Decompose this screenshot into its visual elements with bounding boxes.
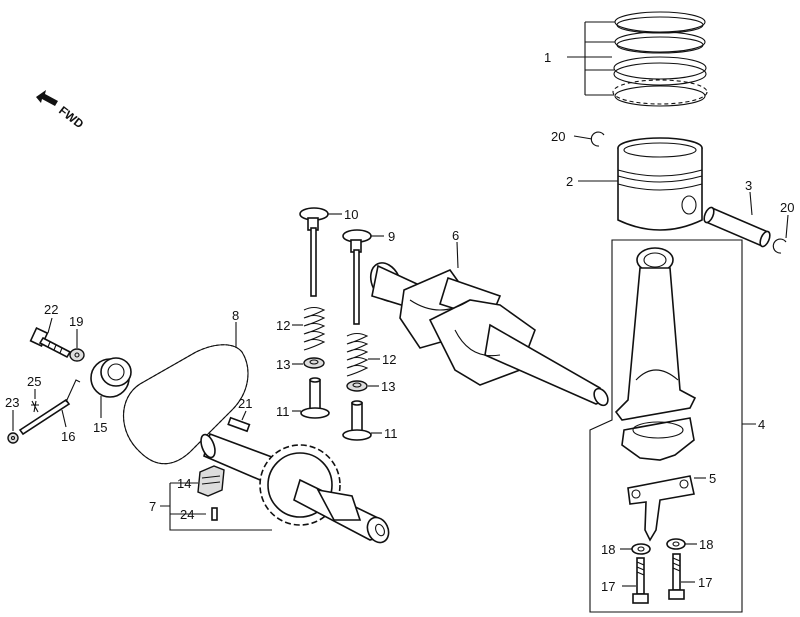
fwd-label: FWD [56, 103, 86, 131]
valve-exhaust[interactable] [299, 207, 329, 297]
callout-line-16 [61, 409, 67, 428]
callout-19: 19 [69, 314, 83, 329]
callout-25: 25 [27, 374, 41, 389]
callout-24: 24 [180, 507, 194, 522]
piston[interactable] [617, 137, 703, 231]
callout-line-6 [456, 241, 459, 269]
valve-lifter-right[interactable] [342, 400, 372, 441]
callout-20-left: 20 [551, 129, 565, 144]
callout-18-left: 18 [601, 542, 615, 557]
callout-8: 8 [232, 308, 239, 323]
washer-clip[interactable] [7, 432, 19, 444]
callout-1: 1 [544, 50, 551, 65]
rod-bolt-left[interactable] [632, 557, 649, 604]
callout-line-1 [567, 21, 615, 96]
callout-13-right: 13 [381, 379, 395, 394]
decompressor-weight[interactable] [197, 465, 225, 497]
callout-11-right: 11 [384, 426, 398, 441]
valve-intake[interactable] [342, 229, 372, 325]
piston-pin-clip-left[interactable] [590, 131, 605, 147]
spring-retainer-right[interactable] [346, 380, 368, 392]
callout-4: 4 [758, 417, 765, 432]
bolt[interactable] [29, 327, 72, 359]
callout-5: 5 [709, 471, 716, 486]
callout-15: 15 [93, 420, 107, 435]
cam-chain[interactable] [122, 344, 249, 465]
callout-bracket-7 [160, 482, 272, 531]
cotter-pin[interactable] [31, 400, 39, 413]
callout-line-20a [573, 135, 593, 140]
callout-18-right: 18 [699, 537, 713, 552]
callout-16: 16 [61, 429, 75, 444]
callout-12-left: 12 [276, 318, 290, 333]
connecting-rod[interactable] [614, 247, 697, 461]
callout-6: 6 [452, 228, 459, 243]
spring-retainer-left[interactable] [303, 357, 325, 369]
rod-washer-left[interactable] [631, 543, 651, 555]
piston-rings[interactable] [612, 11, 708, 107]
callout-20-right: 20 [780, 200, 794, 215]
callout-3: 3 [745, 178, 752, 193]
callout-17-left: 17 [601, 579, 615, 594]
callout-11-left: 11 [276, 404, 290, 419]
valve-lifter-left[interactable] [300, 377, 330, 419]
callout-21: 21 [238, 396, 252, 411]
forward-arrow-icon [36, 90, 58, 106]
callout-7: 7 [149, 499, 156, 514]
callout-22: 22 [44, 302, 58, 317]
crankshaft[interactable] [365, 258, 611, 408]
collar[interactable] [90, 357, 132, 398]
valve-spring-left[interactable] [303, 306, 326, 351]
callout-9: 9 [388, 229, 395, 244]
callout-17-right: 17 [698, 575, 712, 590]
callout-line-21 [241, 410, 247, 421]
callout-12-right: 12 [382, 352, 396, 367]
valve-spring-right[interactable] [346, 332, 369, 377]
callout-2: 2 [566, 174, 573, 189]
camshaft[interactable] [198, 432, 392, 546]
callout-23: 23 [5, 395, 19, 410]
callout-line-3 [749, 191, 753, 216]
callout-14: 14 [177, 476, 191, 491]
governor-shaft[interactable] [18, 379, 81, 436]
oil-dipper[interactable] [627, 475, 695, 542]
piston-pin[interactable] [702, 206, 772, 248]
rod-bolt-right[interactable] [668, 553, 685, 600]
callout-line-22 [47, 317, 53, 334]
callout-13-left: 13 [276, 357, 290, 372]
rod-washer-right[interactable] [666, 538, 686, 550]
callout-bracket-4 [589, 239, 756, 613]
washer-small[interactable] [69, 348, 85, 362]
callout-10: 10 [344, 207, 358, 222]
piston-pin-clip-right[interactable] [772, 238, 787, 254]
callout-line-20b [785, 214, 789, 239]
dowel-pin[interactable] [227, 416, 251, 433]
weight-pin[interactable] [211, 507, 218, 521]
